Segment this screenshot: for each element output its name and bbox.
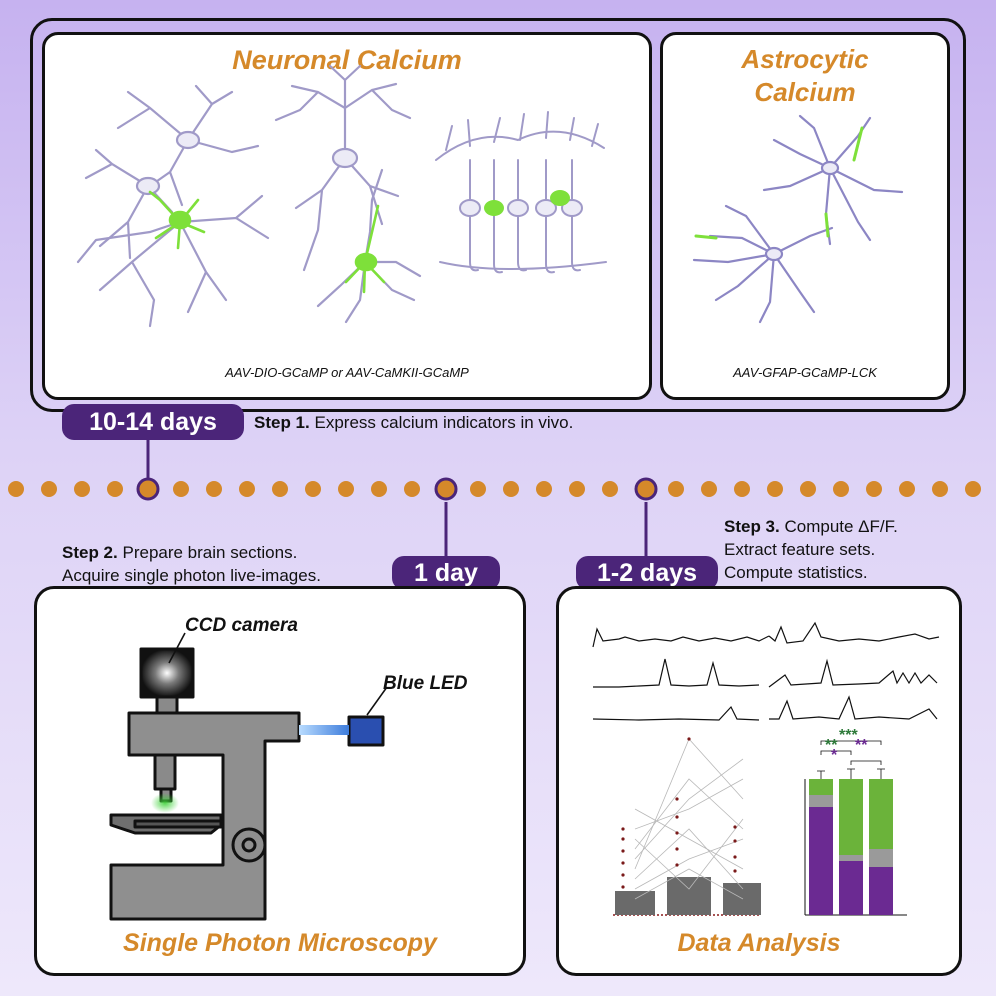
timeline-dot — [899, 481, 915, 497]
stacked-bar-2-purple — [839, 861, 863, 915]
timeline-dot — [701, 481, 717, 497]
timeline-dot — [800, 481, 816, 497]
sig-stars-mid-left: ** — [825, 737, 838, 754]
stacked-bar-3-purple — [869, 867, 893, 915]
astrocytic-title-line1: Astrocytic — [741, 44, 869, 74]
stacked-bar-chart — [804, 740, 907, 916]
timeline-dot — [734, 481, 750, 497]
stacked-bar-1-gray — [809, 795, 833, 807]
scatter-bar-1 — [615, 891, 655, 915]
step3-line1: Compute ΔF/F. — [784, 517, 898, 536]
timeline-dot — [470, 481, 486, 497]
timeline-dot — [833, 481, 849, 497]
timeline-dot — [338, 481, 354, 497]
microscopy-panel: CCD camera Blue LED Single Photon Micros… — [34, 586, 526, 976]
step1-description: Step 1. Express calcium indicators in vi… — [254, 411, 573, 434]
timeline-dot — [107, 481, 123, 497]
astrocytic-calcium-title: Astrocytic Calcium — [663, 43, 947, 109]
step1-duration-pill: 10-14 days — [62, 404, 244, 440]
microscopy-title: Single Photon Microscopy — [123, 929, 437, 957]
step2-description: Step 2. Prepare brain sections. Acquire … — [62, 541, 321, 587]
paired-scatter-plot — [613, 737, 761, 916]
timeline-dot — [404, 481, 420, 497]
step1-text: Express calcium indicators in vivo. — [314, 413, 574, 432]
gcamp-layered-neurons — [484, 190, 570, 216]
step3-description: Step 3. Compute ΔF/F. Extract feature se… — [724, 515, 898, 584]
timeline-dotted — [8, 481, 981, 497]
astrocytic-title-line2: Calcium — [754, 77, 856, 107]
timeline-dot — [668, 481, 684, 497]
step3-duration-pill: 1-2 days — [576, 556, 718, 590]
neuronal-vector-caption: AAV-DIO-GCaMP or AAV-CaMKII-GCaMP — [225, 365, 469, 380]
ccd-camera-label: CCD camera — [185, 615, 298, 636]
timeline-dot — [602, 481, 618, 497]
step3-line3: Compute statistics. — [724, 563, 868, 582]
timeline-dot — [173, 481, 189, 497]
stacked-bar-1-green — [809, 779, 833, 795]
pyramidal-neuron-illustration — [274, 64, 422, 324]
gcamp-astrocyte-processes — [694, 126, 864, 240]
microscope-illustration — [109, 632, 388, 921]
timeline-dot — [503, 481, 519, 497]
blue-led-label: Blue LED — [383, 673, 468, 694]
sig-stars-bottom: * — [831, 747, 838, 764]
timeline-dot — [569, 481, 585, 497]
stacked-bar-2-gray — [839, 855, 863, 861]
ccd-camera-body — [139, 647, 195, 699]
step2-line2: Acquire single photon live-images. — [62, 566, 321, 585]
step3-label: Step 3. — [724, 517, 780, 536]
timeline-dot — [8, 481, 24, 497]
stacked-bar-3-green — [869, 779, 893, 849]
stacked-bar-2-green — [839, 779, 863, 855]
astrocyte-illustration — [692, 114, 904, 324]
interneuron-illustration — [76, 84, 270, 328]
timeline-dot — [206, 481, 222, 497]
timeline-dot — [536, 481, 552, 497]
timeline-connectors — [146, 440, 648, 558]
timeline-dot — [371, 481, 387, 497]
timeline-dot — [965, 481, 981, 497]
gcamp-pyramidal-neuron — [344, 204, 386, 294]
data-analysis-title: Data Analysis — [677, 929, 841, 957]
step2-label: Step 2. — [62, 543, 118, 562]
timeline-dot — [305, 481, 321, 497]
timeline-dot — [74, 481, 90, 497]
timeline-dot — [866, 481, 882, 497]
step2-line1: Prepare brain sections. — [122, 543, 298, 562]
timeline-dot — [41, 481, 57, 497]
scatter-bar-2 — [667, 877, 711, 915]
timeline-markers — [136, 477, 658, 501]
step1-label: Step 1. — [254, 413, 310, 432]
step3-line2: Extract feature sets. — [724, 540, 876, 559]
timeline-dot — [239, 481, 255, 497]
analysis-illustration — [592, 621, 940, 916]
sig-stars-top: *** — [839, 727, 858, 744]
sig-stars-mid-right: ** — [855, 737, 868, 754]
stacked-bar-1-purple — [809, 807, 833, 915]
timeline-dot — [767, 481, 783, 497]
timeline-dot — [932, 481, 948, 497]
gcamp-interneuron — [148, 190, 206, 250]
calcium-traces — [592, 621, 940, 721]
top-frame — [30, 18, 966, 412]
timeline-dot — [272, 481, 288, 497]
data-analysis-panel: Data Analysis — [556, 586, 962, 976]
astrocytic-calcium-panel: Astrocytic Calcium AAV-GFAP-GCaMP-LCK — [660, 32, 950, 400]
astrocytic-vector-caption: AAV-GFAP-GCaMP-LCK — [733, 365, 877, 380]
layered-neuron-illustration — [435, 111, 607, 274]
step2-duration-pill: 1 day — [392, 556, 500, 590]
stacked-bar-3-gray — [869, 849, 893, 867]
neuronal-calcium-title: Neuronal Calcium — [232, 45, 462, 75]
blue-led-body — [347, 715, 385, 747]
